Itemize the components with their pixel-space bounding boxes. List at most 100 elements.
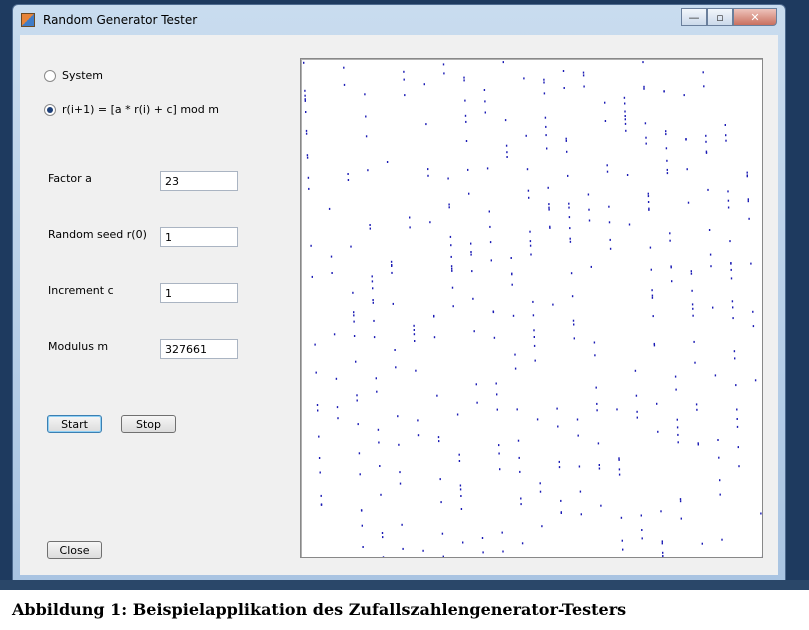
plot-point	[458, 460, 461, 462]
plot-point	[361, 509, 363, 512]
modulus-input[interactable]	[160, 339, 238, 359]
title-bar[interactable]: Random Generator Tester — ▫ ✕	[13, 5, 785, 35]
plot-point	[651, 294, 654, 297]
client-area: System r(i+1) = [a * r(i) + c] mod m Fac…	[20, 35, 778, 575]
plot-point	[733, 350, 736, 353]
plot-point	[539, 482, 541, 485]
plot-point	[452, 305, 454, 308]
plot-point	[712, 306, 714, 309]
plot-point	[662, 551, 664, 554]
seed-input[interactable]	[160, 227, 238, 247]
plot-point	[635, 394, 638, 397]
plot-point	[560, 499, 562, 502]
plot-point	[558, 466, 561, 469]
plot-point	[532, 314, 535, 317]
plot-point	[588, 208, 590, 211]
plot-point	[545, 125, 547, 128]
plot-point	[737, 446, 739, 449]
plot-point	[502, 550, 504, 553]
factor-input[interactable]	[160, 171, 238, 191]
plot-point	[674, 375, 677, 378]
plot-point	[651, 296, 654, 299]
plot-point	[596, 409, 598, 412]
plot-point	[697, 442, 699, 445]
plot-point	[495, 382, 497, 385]
plot-point	[504, 119, 507, 122]
plot-point	[609, 247, 612, 250]
plot-point	[604, 101, 606, 104]
radio-system-circle[interactable]	[44, 69, 56, 82]
plot-point	[409, 226, 411, 229]
plot-point	[679, 498, 682, 501]
close-button[interactable]: Close	[47, 541, 102, 559]
random-plot-canvas	[300, 58, 763, 558]
plot-point	[534, 359, 536, 362]
plot-point	[571, 295, 574, 298]
plot-point	[573, 323, 575, 326]
plot-point	[562, 70, 565, 72]
plot-point	[343, 66, 345, 69]
radio-system-label: System	[62, 69, 104, 82]
plot-point	[520, 503, 522, 506]
plot-point	[404, 94, 406, 97]
plot-point	[695, 403, 698, 406]
plot-point	[676, 426, 679, 429]
plot-point	[736, 408, 738, 411]
plot-point	[511, 283, 513, 286]
plot-point	[558, 460, 560, 463]
maximize-button[interactable]: ▫	[707, 8, 733, 26]
plot-point	[590, 265, 592, 268]
plot-point	[636, 410, 638, 413]
plot-point	[448, 206, 450, 209]
plot-point	[413, 333, 416, 336]
plot-point	[520, 497, 522, 500]
plot-point	[732, 306, 734, 309]
minimize-button[interactable]: —	[681, 8, 707, 26]
plot-point	[568, 206, 570, 209]
minimize-icon: —	[688, 10, 700, 24]
plot-point	[304, 89, 306, 92]
plot-point	[306, 154, 309, 157]
plot-point	[529, 244, 532, 247]
radio-formula[interactable]: r(i+1) = [a * r(i) + c] mod m	[44, 103, 219, 116]
stop-button[interactable]: Stop	[121, 415, 176, 433]
plot-point	[391, 264, 393, 266]
plot-point	[641, 537, 643, 540]
plot-point	[506, 151, 508, 154]
plot-point	[597, 442, 600, 445]
plot-point	[567, 174, 569, 177]
plot-point	[636, 416, 638, 419]
plot-point	[482, 551, 484, 554]
plot-point	[608, 205, 610, 208]
plot-point	[489, 241, 492, 244]
plot-point	[625, 129, 627, 132]
start-button[interactable]: Start	[47, 415, 102, 433]
plot-point	[650, 268, 652, 271]
radio-formula-circle[interactable]	[44, 103, 56, 116]
plot-point	[568, 216, 571, 219]
desktop: Random Generator Tester — ▫ ✕ System r(i…	[0, 0, 809, 590]
plot-point	[661, 540, 663, 543]
plot-point	[606, 170, 609, 173]
plot-point	[618, 457, 620, 460]
radio-system[interactable]: System	[44, 69, 103, 82]
plot-point	[330, 255, 333, 258]
plot-point	[665, 133, 667, 136]
close-window-button[interactable]: ✕	[733, 8, 777, 26]
plot-point	[394, 349, 396, 351]
plot-point	[314, 343, 316, 346]
plot-point	[381, 532, 384, 534]
increment-input[interactable]	[160, 283, 238, 303]
plot-point	[456, 413, 459, 416]
plot-point	[414, 340, 416, 342]
plot-point	[563, 87, 565, 89]
plot-point	[369, 227, 371, 230]
plot-point	[375, 377, 377, 380]
plot-point	[307, 176, 310, 179]
plot-point	[315, 371, 317, 374]
plot-point	[450, 244, 452, 247]
plot-point	[725, 139, 727, 142]
plot-point	[618, 468, 621, 471]
plot-point	[568, 202, 570, 205]
plot-point	[372, 301, 374, 304]
